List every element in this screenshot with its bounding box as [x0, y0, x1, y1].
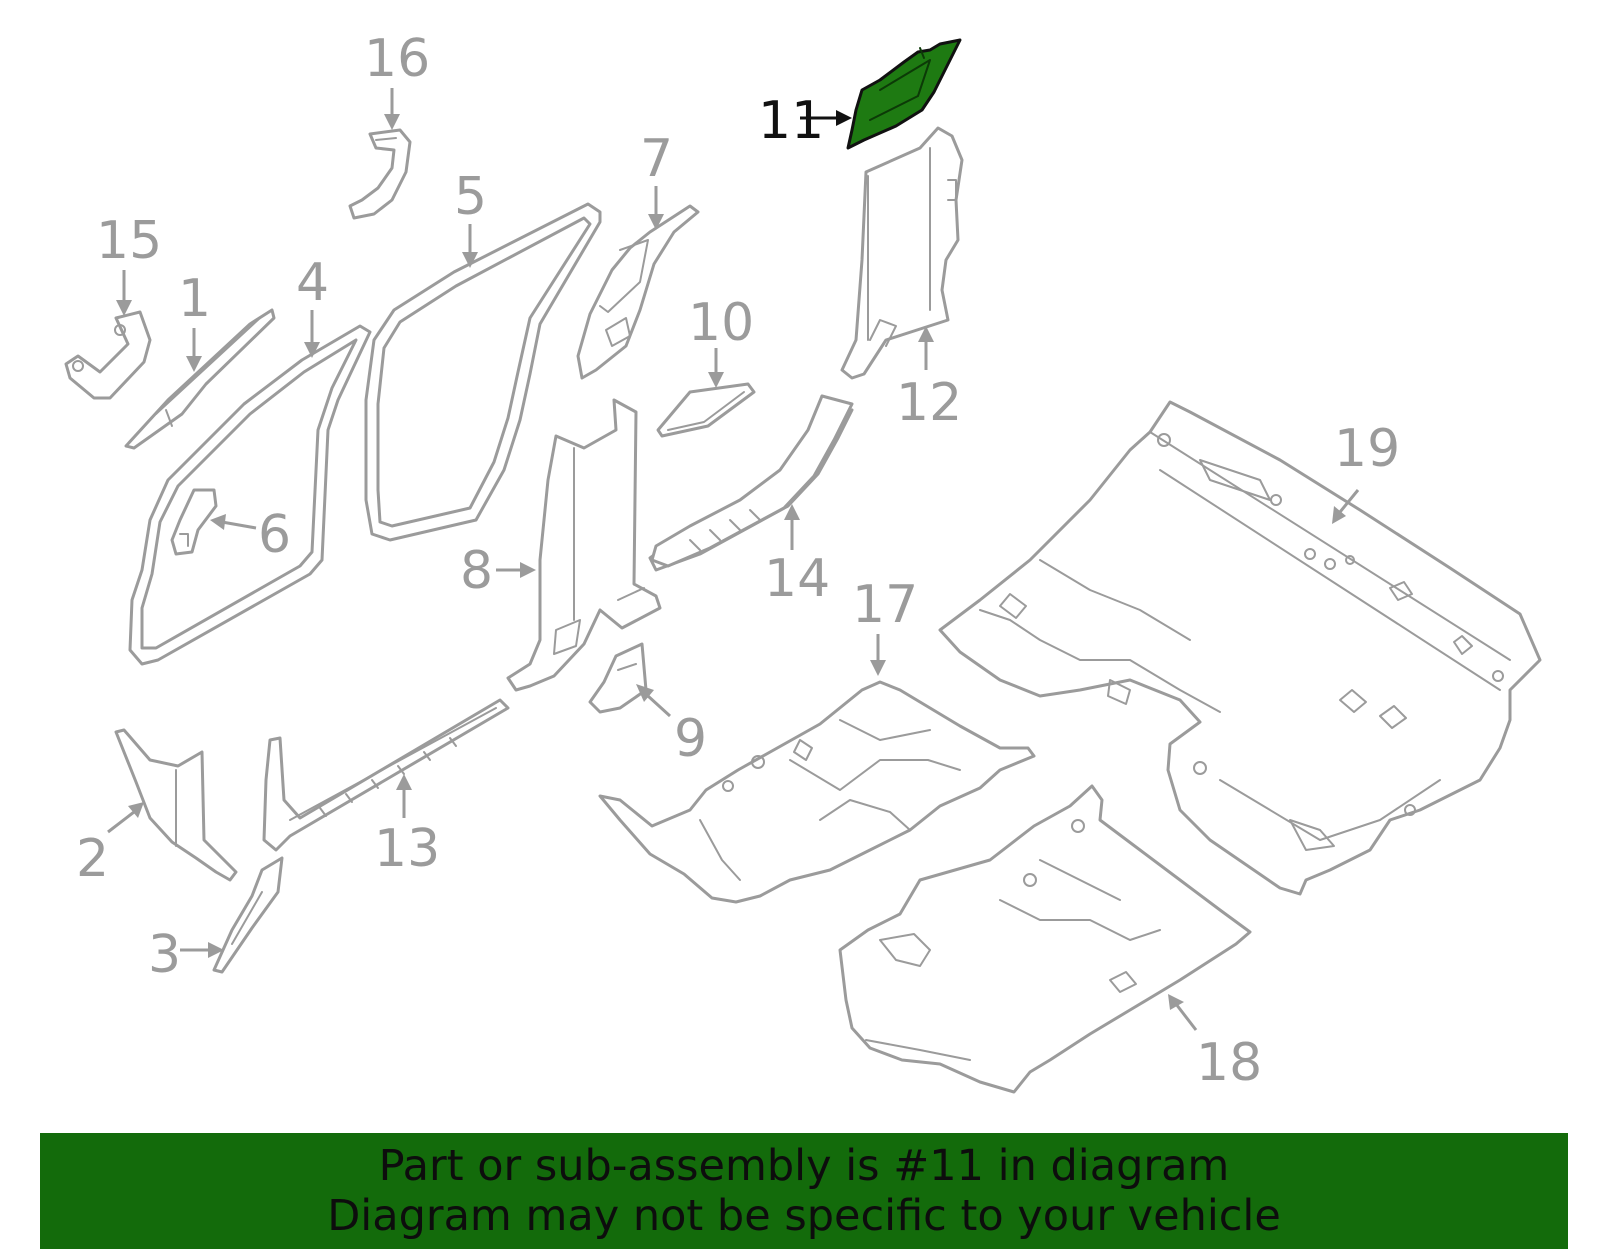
callout-10[interactable]: 10: [688, 293, 754, 353]
part-7-upper-pillar-trim[interactable]: [576, 204, 700, 380]
callout-16[interactable]: 16: [364, 29, 430, 89]
part-3-trim[interactable]: [212, 856, 284, 974]
part-17-front-carpet[interactable]: [598, 680, 1036, 904]
part-8-lower-pillar-trim[interactable]: [506, 398, 662, 692]
part-18-rear-carpet[interactable]: [838, 784, 1252, 1094]
callout-8[interactable]: 8: [460, 541, 493, 601]
callout-9[interactable]: 9: [674, 709, 707, 769]
callout-11[interactable]: 11: [758, 91, 824, 151]
part-13-scuff-plate[interactable]: [262, 698, 510, 852]
callout-19[interactable]: 19: [1334, 419, 1400, 479]
part-2-kick-panel[interactable]: [114, 728, 238, 882]
part-1-trim-strip[interactable]: [124, 308, 276, 450]
info-banner: Part or sub-assembly is #11 in diagram D…: [40, 1133, 1568, 1249]
part-19-floor-panel[interactable]: [938, 400, 1542, 896]
callout-7[interactable]: 7: [640, 129, 673, 189]
callout-18[interactable]: 18: [1196, 1033, 1262, 1093]
part-12-pillar-trim[interactable]: [840, 126, 964, 380]
callout-2[interactable]: 2: [76, 829, 109, 889]
part-5-rear-weatherstrip[interactable]: [364, 202, 602, 542]
callout-17[interactable]: 17: [852, 575, 918, 635]
part-6-handle-bracket[interactable]: [170, 488, 218, 556]
banner-line-disclaimer: Diagram may not be specific to your vehi…: [327, 1191, 1281, 1241]
callout-5[interactable]: 5: [454, 167, 487, 227]
callout-15[interactable]: 15: [96, 211, 162, 271]
part-9-bracket[interactable]: [588, 642, 648, 714]
callout-4[interactable]: 4: [296, 253, 329, 313]
part-4-door-weatherstrip[interactable]: [128, 324, 372, 666]
part-15-bracket[interactable]: [64, 310, 152, 400]
part-10-pad[interactable]: [656, 382, 756, 438]
callout-3[interactable]: 3: [148, 925, 181, 985]
callout-12[interactable]: 12: [896, 373, 962, 433]
callout-1[interactable]: 1: [178, 269, 211, 329]
callout-6[interactable]: 6: [258, 505, 291, 565]
part-16-assist-grip[interactable]: [348, 128, 412, 220]
callout-labels: 15 1 4 5 16 7 10 11 12 6 8 14 9 2 3 13 1…: [76, 29, 1400, 1093]
banner-line-part: Part or sub-assembly is #11 in diagram: [378, 1141, 1230, 1191]
part-11-highlighted-trim[interactable]: [846, 38, 962, 150]
part-14-scuff-plate[interactable]: [648, 394, 854, 572]
leader-lines: [107, 88, 1360, 1031]
callout-14[interactable]: 14: [764, 549, 830, 609]
callout-13[interactable]: 13: [374, 819, 440, 879]
